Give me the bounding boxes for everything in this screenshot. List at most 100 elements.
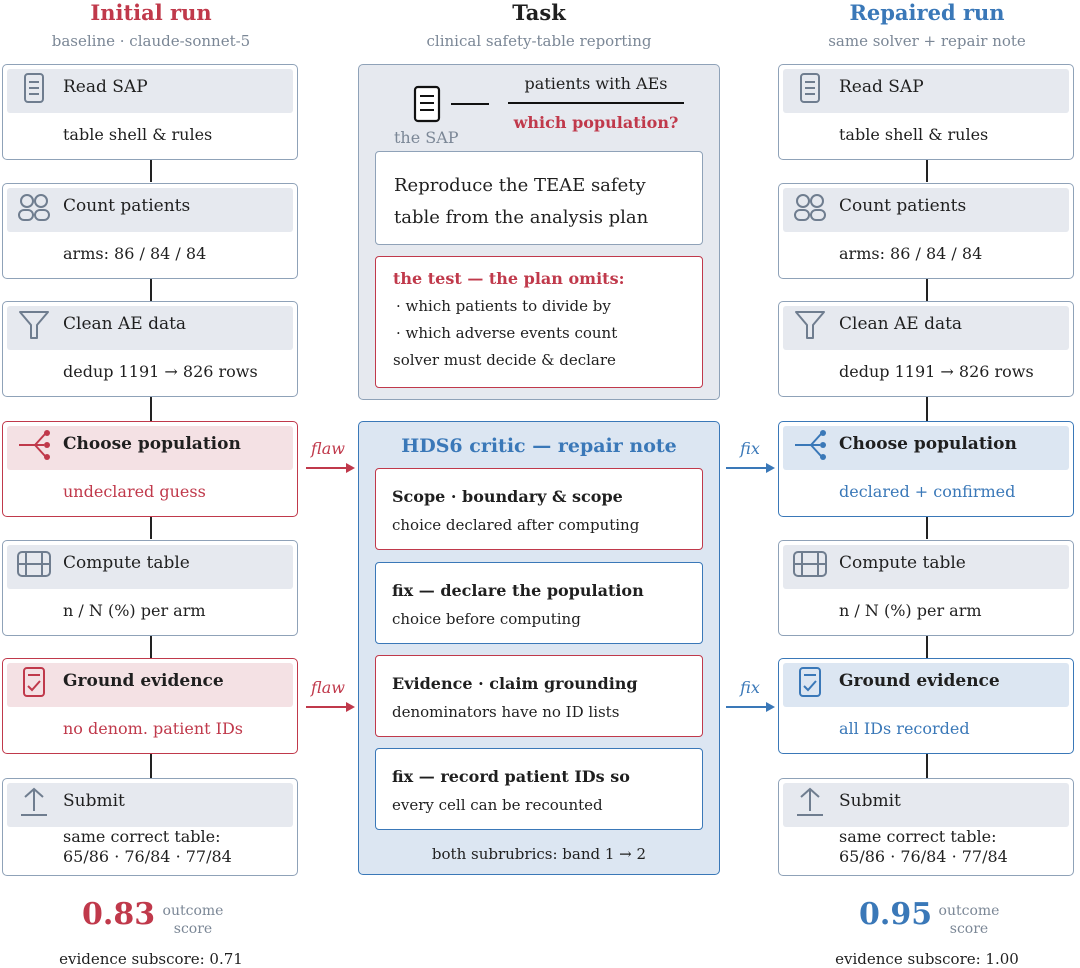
step-title: Submit [63,791,125,811]
score-label-line: outcome [162,903,224,919]
critic-card-fix-population: fix — declare the population choice befo… [375,562,703,644]
left-outcome-score: 0.83 [82,897,156,932]
step-title: Clean AE data [839,314,963,334]
document-icon [800,73,820,103]
right-step-read-sap: Read SAP table shell & rules [778,64,1074,160]
task-instruction-line: table from the analysis plan [394,207,649,228]
critic-card-heading: fix — declare the population [392,581,644,600]
fix-label: fix [740,678,760,697]
connector [150,160,152,182]
score-label-line: score [173,921,213,937]
funnel-icon [795,311,825,339]
table-icon [793,551,827,577]
fraction-numerator: patients with AEs [524,74,668,93]
test-footer: solver must decide & declare [393,351,616,369]
step-detail: n / N (%) per arm [839,601,982,620]
connector [150,517,152,539]
test-heading: the test — the plan omits: [393,269,625,288]
table-icon [17,551,51,577]
critic-title: HDS6 critic — repair note [401,435,677,457]
dash-connector [451,103,489,105]
step-detail-line: 65/86 · 76/84 · 77/84 [839,847,1008,866]
step-detail: arms: 86 / 84 / 84 [63,244,207,263]
flaw-label: flaw [311,439,345,458]
step-title: Read SAP [839,77,924,97]
critic-card-heading: Scope · boundary & scope [392,487,623,506]
score-label-line: outcome [938,903,1000,919]
branch-icon [19,430,50,460]
branch-icon [795,430,826,460]
left-step-count-patients: Count patients arms: 86 / 84 / 84 [2,183,298,279]
step-detail: undeclared guess [63,482,206,501]
repaired-run-subtitle: same solver + repair note [828,32,1026,50]
connector [150,279,152,301]
task-instruction-line: Reproduce the TEAE safety [394,175,646,196]
left-evidence-subscore: evidence subscore: 0.71 [59,950,243,968]
step-title: Count patients [63,196,191,216]
fraction-bar [508,102,684,104]
critic-card-text: choice declared after computing [392,516,640,534]
critic-card-text: choice before computing [392,610,581,628]
step-detail-line: same correct table: [839,827,997,846]
score-label-line: score [949,921,989,937]
left-step-read-sap: Read SAP table shell & rules [2,64,298,160]
step-detail: no denom. patient IDs [63,719,243,738]
connector [926,517,928,539]
left-step-ground-evidence: Ground evidence no denom. patient IDs [2,658,298,754]
flaw-arrow [306,702,355,712]
right-step-count-patients: Count patients arms: 86 / 84 / 84 [778,183,1074,279]
step-detail: arms: 86 / 84 / 84 [839,244,983,263]
right-step-choose-population: Choose population declared + confirmed [778,421,1074,517]
initial-run-title: Initial run [90,0,212,25]
connector [926,160,928,182]
checklist-icon [799,667,821,697]
step-detail-line: same correct table: [63,827,221,846]
people-icon [794,194,826,221]
step-detail: all IDs recorded [839,719,970,738]
connector [926,754,928,778]
connector [926,279,928,301]
left-step-submit: Submit same correct table: 65/86 · 76/84… [2,778,298,876]
step-detail: dedup 1191 → 826 rows [839,362,1034,381]
document-icon [413,85,441,123]
right-step-submit: Submit same correct table: 65/86 · 76/84… [778,778,1074,876]
fix-label: fix [740,439,760,458]
right-step-compute-table: Compute table n / N (%) per arm [778,540,1074,636]
checklist-icon [23,667,45,697]
step-detail: n / N (%) per arm [63,601,206,620]
test-card: the test — the plan omits: · which patie… [375,256,703,388]
step-detail-line: 65/86 · 76/84 · 77/84 [63,847,232,866]
critic-card-heading: fix — record patient IDs so [392,767,630,786]
connector [926,397,928,421]
left-step-clean-ae-data: Clean AE data dedup 1191 → 826 rows [2,301,298,397]
test-item: · which patients to divide by [396,297,611,315]
step-detail: declared + confirmed [839,482,1016,501]
fraction-denominator: which population? [513,113,679,132]
connector [926,635,928,658]
document-icon [24,73,44,103]
left-step-compute-table: Compute table n / N (%) per arm [2,540,298,636]
task-title: Task [512,0,566,25]
step-detail: same correct table: 65/86 · 76/84 · 77/8… [63,827,232,867]
right-evidence-subscore: evidence subscore: 1.00 [835,950,1019,968]
critic-card-text: every cell can be recounted [392,796,603,814]
task-instruction: Reproduce the TEAE safety table from the… [394,170,648,234]
step-detail: dedup 1191 → 826 rows [63,362,258,381]
step-title: Count patients [839,196,967,216]
fix-arrow [726,702,775,712]
connector [150,754,152,778]
step-title: Compute table [63,553,190,573]
step-title: Choose population [839,434,1017,454]
step-title: Choose population [63,434,241,454]
repaired-run-title: Repaired run [849,0,1005,25]
critic-card-text: denominators have no ID lists [392,703,620,721]
step-title: Submit [839,791,901,811]
step-title: Clean AE data [63,314,187,334]
critic-card-evidence: Evidence · claim grounding denominators … [375,655,703,737]
fix-arrow [726,463,775,473]
left-outcome-score-label: outcome score [156,902,230,938]
connector [150,397,152,421]
test-item: · which adverse events count [396,324,618,342]
step-detail: table shell & rules [63,125,213,144]
step-title: Ground evidence [63,671,224,691]
